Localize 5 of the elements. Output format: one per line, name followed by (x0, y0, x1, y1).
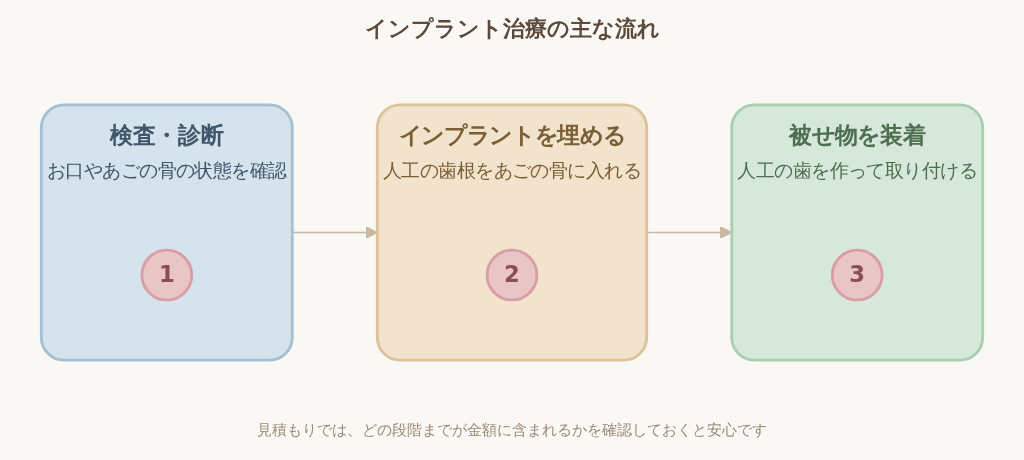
caption-text: 見積もりでは、どの段階までが金額に含まれるかを確認しておくと安心です (257, 421, 767, 439)
node-circle: 2 (485, 248, 539, 302)
diagram-title: インプラント治療の主な流れ (364, 16, 660, 41)
node-circle: 3 (830, 248, 884, 302)
node-circle: 1 (140, 248, 194, 302)
